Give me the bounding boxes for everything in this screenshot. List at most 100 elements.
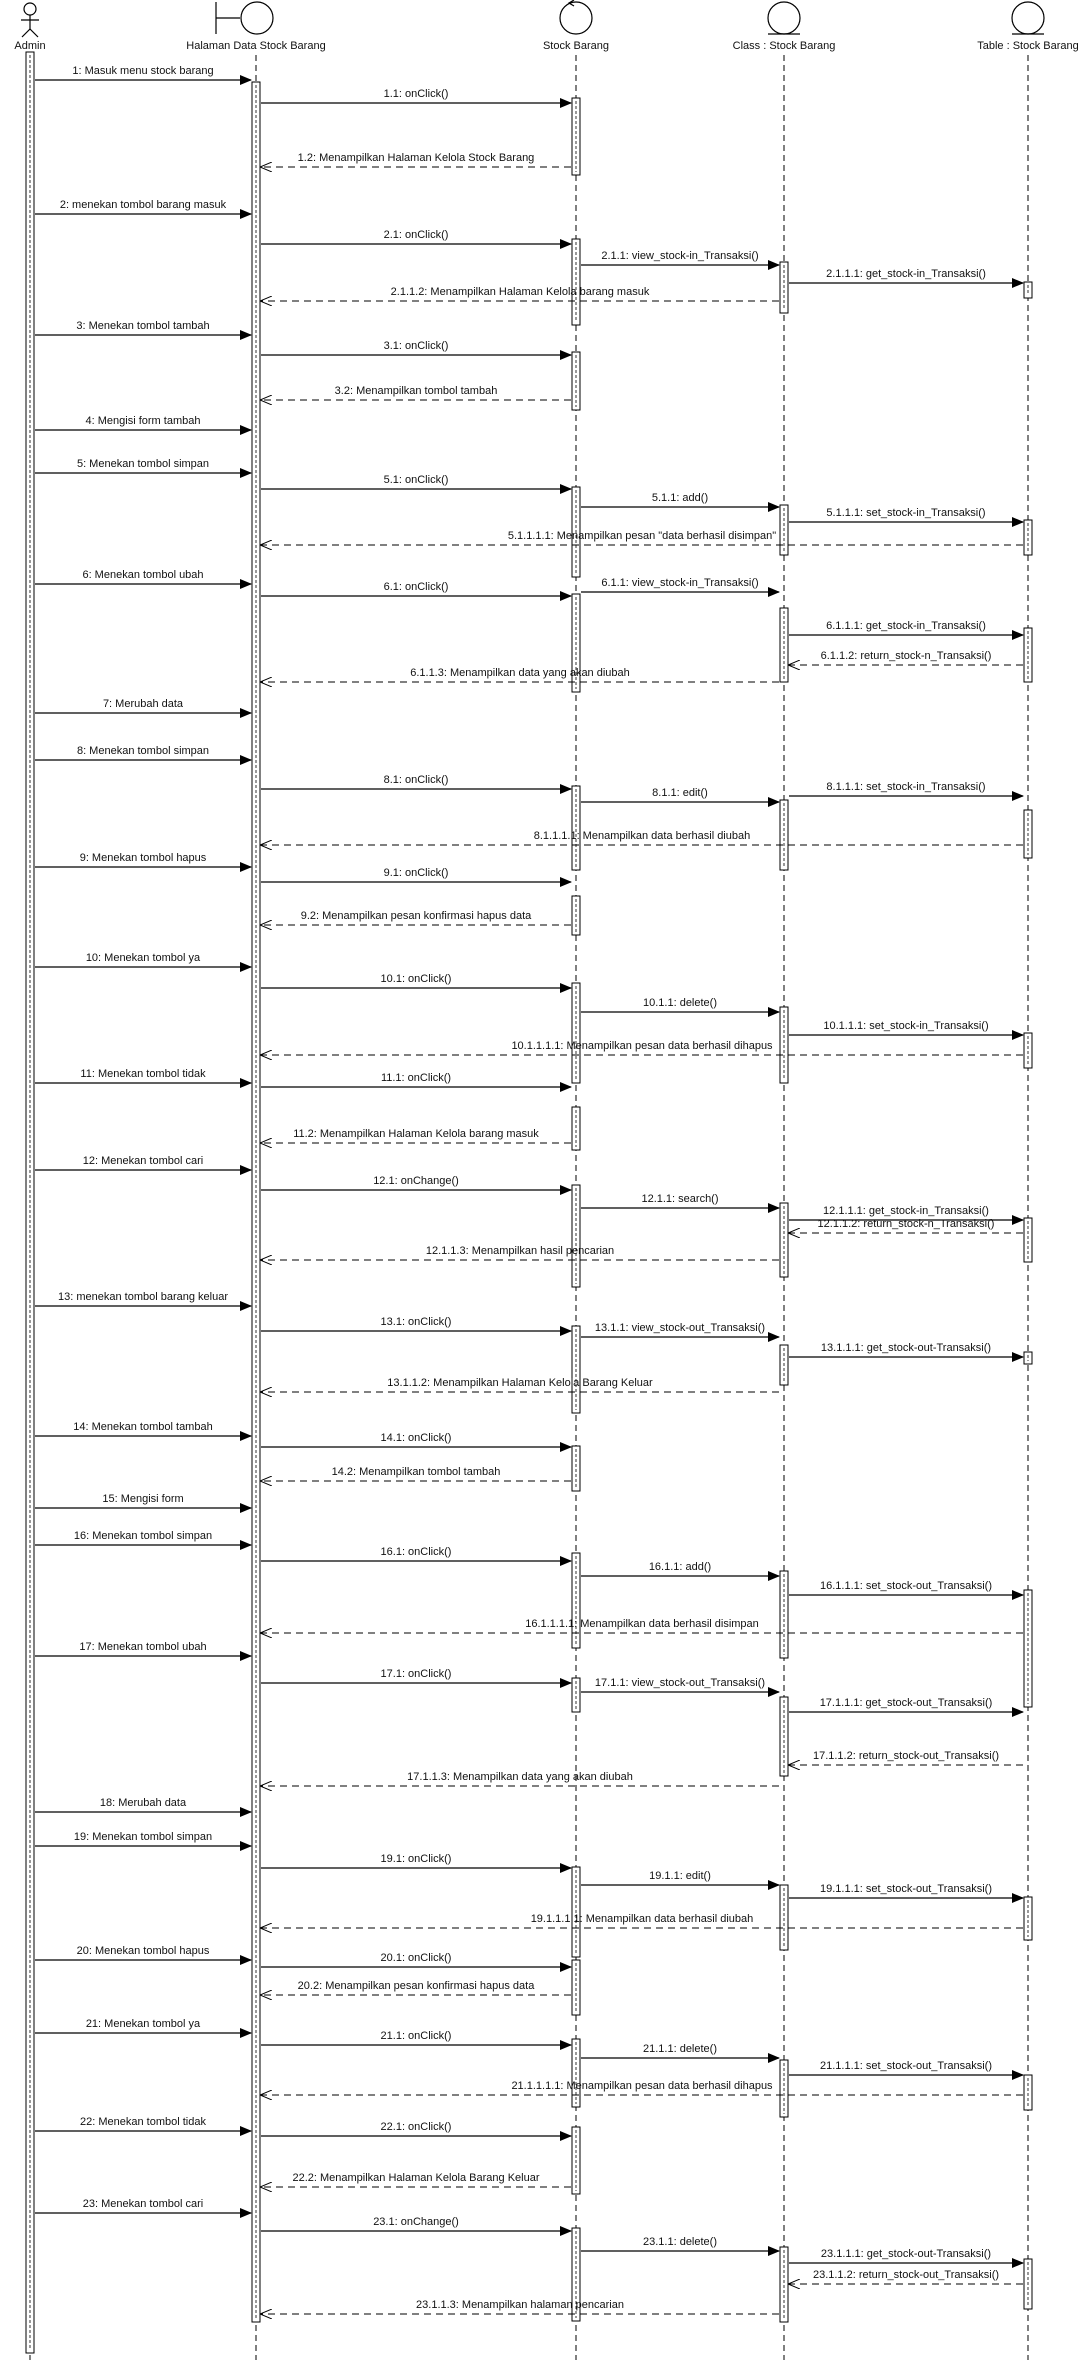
activation-bar [779, 504, 789, 556]
call-message: 23.1.1: delete() [581, 2236, 780, 2256]
message-label: 6.1: onClick() [384, 581, 449, 593]
message-label: 23.1: onChange() [373, 2216, 459, 2228]
call-message: 12.1.1: search() [581, 1193, 780, 1213]
activation-bar [1023, 1589, 1033, 1708]
message-label: 23: Menekan tombol cari [83, 2198, 203, 2210]
activation-bar [779, 2246, 789, 2323]
call-message: 21.1.1: delete() [581, 2043, 780, 2063]
return-message: 11.2: Menampilkan Halaman Kelola barang … [261, 1128, 571, 1143]
call-message: 22.1: onClick() [261, 2121, 572, 2141]
call-message: 21.1.1.1: set_stock-out_Transaksi() [789, 2060, 1024, 2080]
message-label: 2: menekan tombol barang masuk [60, 199, 227, 211]
message-label: 10.1.1.1: set_stock-in_Transaksi() [823, 1020, 988, 1032]
participant-label: Stock Barang [543, 40, 609, 52]
call-message: 6.1.1: view_stock-in_Transaksi() [581, 577, 780, 597]
call-message: 12.1.1.1: get_stock-in_Transaksi() [789, 1205, 1024, 1225]
call-message: 17.1: onClick() [261, 1668, 572, 1688]
activation-bar [571, 1445, 581, 1492]
message-label: 5.1: onClick() [384, 474, 449, 486]
call-message: 5.1.1: add() [581, 492, 780, 512]
return-message: 14.2: Menampilkan tombol tambah [261, 1466, 571, 1481]
message-label: 8.1: onClick() [384, 774, 449, 786]
participant-cls: Class : Stock Barang [733, 1, 835, 52]
message-label: 5.1.1: add() [652, 492, 708, 504]
message-label: 12.1.1.2: return_stock-n_Transaksi() [818, 1218, 995, 1230]
activation-bar [1023, 2258, 1033, 2310]
return-message: 3.2: Menampilkan tombol tambah [261, 385, 571, 400]
return-message: 13.1.1.2: Menampilkan Halaman Kelola Bar… [261, 1377, 779, 1392]
message-label: 20.2: Menampilkan pesan konfirmasi hapus… [298, 1980, 536, 1992]
call-message: 5.1: onClick() [261, 474, 572, 494]
message-label: 2.1.1: view_stock-in_Transaksi() [601, 250, 758, 262]
return-message: 10.1.1.1.1: Menampilkan pesan data berha… [261, 1040, 1023, 1055]
return-message: 9.2: Menampilkan pesan konfirmasi hapus … [261, 910, 571, 925]
activation-bar [571, 2038, 581, 2108]
call-message: 2.1.1: view_stock-in_Transaksi() [581, 250, 780, 270]
message-label: 1.1: onClick() [384, 88, 449, 100]
call-message: 2: menekan tombol barang masuk [35, 199, 252, 219]
call-message: 19.1: onClick() [261, 1853, 572, 1873]
activation-bar [571, 593, 581, 693]
activation-bar [571, 486, 581, 578]
message-label: 7: Merubah data [103, 698, 184, 710]
return-message: 12.1.1.2: return_stock-n_Transaksi() [789, 1218, 1023, 1233]
message-label: 10.1.1.1.1: Menampilkan pesan data berha… [511, 1040, 773, 1052]
message-label: 16.1.1.1.1: Menampilkan data berhasil di… [525, 1618, 759, 1630]
message-label: 10.1: onClick() [381, 973, 452, 985]
call-message: 1.1: onClick() [261, 88, 572, 108]
call-message: 17.1.1: view_stock-out_Transaksi() [581, 1677, 780, 1697]
call-message: 8.1.1: edit() [581, 787, 780, 807]
message-label: 6.1.1.2: return_stock-n_Transaksi() [821, 650, 992, 662]
message-label: 4: Mengisi form tambah [86, 415, 201, 427]
message-label: 17.1: onClick() [381, 1668, 452, 1680]
message-label: 11.2: Menampilkan Halaman Kelola barang … [293, 1128, 539, 1140]
call-message: 14: Menekan tombol tambah [35, 1421, 252, 1441]
call-message: 12: Menekan tombol cari [35, 1155, 252, 1175]
message-label: 19.1.1: edit() [649, 1870, 711, 1882]
message-label: 11: Menekan tombol tidak [80, 1068, 206, 1080]
return-message: 17.1.1.3: Menampilkan data yang akan diu… [261, 1771, 779, 1786]
call-message: 3: Menekan tombol tambah [35, 320, 252, 340]
call-message: 5.1.1.1: set_stock-in_Transaksi() [789, 507, 1024, 527]
call-message: 20: Menekan tombol hapus [35, 1945, 252, 1965]
call-message: 11: Menekan tombol tidak [35, 1068, 252, 1088]
call-message: 12.1: onChange() [261, 1175, 572, 1195]
call-message: 11.1: onClick() [261, 1072, 572, 1092]
message-label: 2.1: onClick() [384, 229, 449, 241]
call-message: 15: Mengisi form [35, 1493, 252, 1513]
call-message: 6: Menekan tombol ubah [35, 569, 252, 589]
activation-bar [1023, 627, 1033, 683]
return-message: 23.1.1.3: Menampilkan halaman pencarian [261, 2299, 779, 2314]
participant-ui: Halaman Data Stock Barang [186, 1, 326, 52]
call-message: 9: Menekan tombol hapus [35, 852, 252, 872]
message-label: 11.1: onClick() [381, 1072, 451, 1084]
activation-bar [571, 895, 581, 936]
message-label: 10: Menekan tombol ya [86, 952, 201, 964]
message-label: 8.1.1.1.1: Menampilkan data berhasil diu… [534, 830, 750, 842]
activation-bar [779, 799, 789, 871]
call-message: 13.1: onClick() [261, 1316, 572, 1336]
call-message: 3.1: onClick() [261, 340, 572, 360]
message-label: 6.1.1: view_stock-in_Transaksi() [601, 577, 758, 589]
message-label: 16: Menekan tombol simpan [74, 1530, 212, 1542]
message-label: 22.2: Menampilkan Halaman Kelola Barang … [292, 2172, 539, 2184]
participant-label: Table : Stock Barang [977, 40, 1079, 52]
message-label: 5.1.1.1.1: Menampilkan pesan "data berha… [508, 530, 776, 542]
message-label: 21: Menekan tombol ya [86, 2018, 201, 2030]
message-label: 5.1.1.1: set_stock-in_Transaksi() [826, 507, 985, 519]
call-message: 6.1: onClick() [261, 581, 572, 601]
message-label: 14.2: Menampilkan tombol tambah [332, 1466, 501, 1478]
message-label: 10.1.1: delete() [643, 997, 717, 1009]
call-message: 10.1.1.1: set_stock-in_Transaksi() [789, 1020, 1024, 1040]
call-message: 10: Menekan tombol ya [35, 952, 252, 972]
message-label: 18: Merubah data [100, 1797, 187, 1809]
message-label: 12.1.1.1: get_stock-in_Transaksi() [823, 1205, 989, 1217]
message-label: 1.2: Menampilkan Halaman Kelola Stock Ba… [298, 152, 535, 164]
message-label: 6.1.1.1: get_stock-in_Transaksi() [826, 620, 986, 632]
message-label: 14: Menekan tombol tambah [73, 1421, 212, 1433]
participant-label: Halaman Data Stock Barang [186, 40, 325, 52]
message-label: 6: Menekan tombol ubah [82, 569, 203, 581]
return-message: 23.1.1.2: return_stock-out_Transaksi() [789, 2269, 1023, 2284]
call-message: 7: Merubah data [35, 698, 252, 718]
message-label: 12.1: onChange() [373, 1175, 459, 1187]
